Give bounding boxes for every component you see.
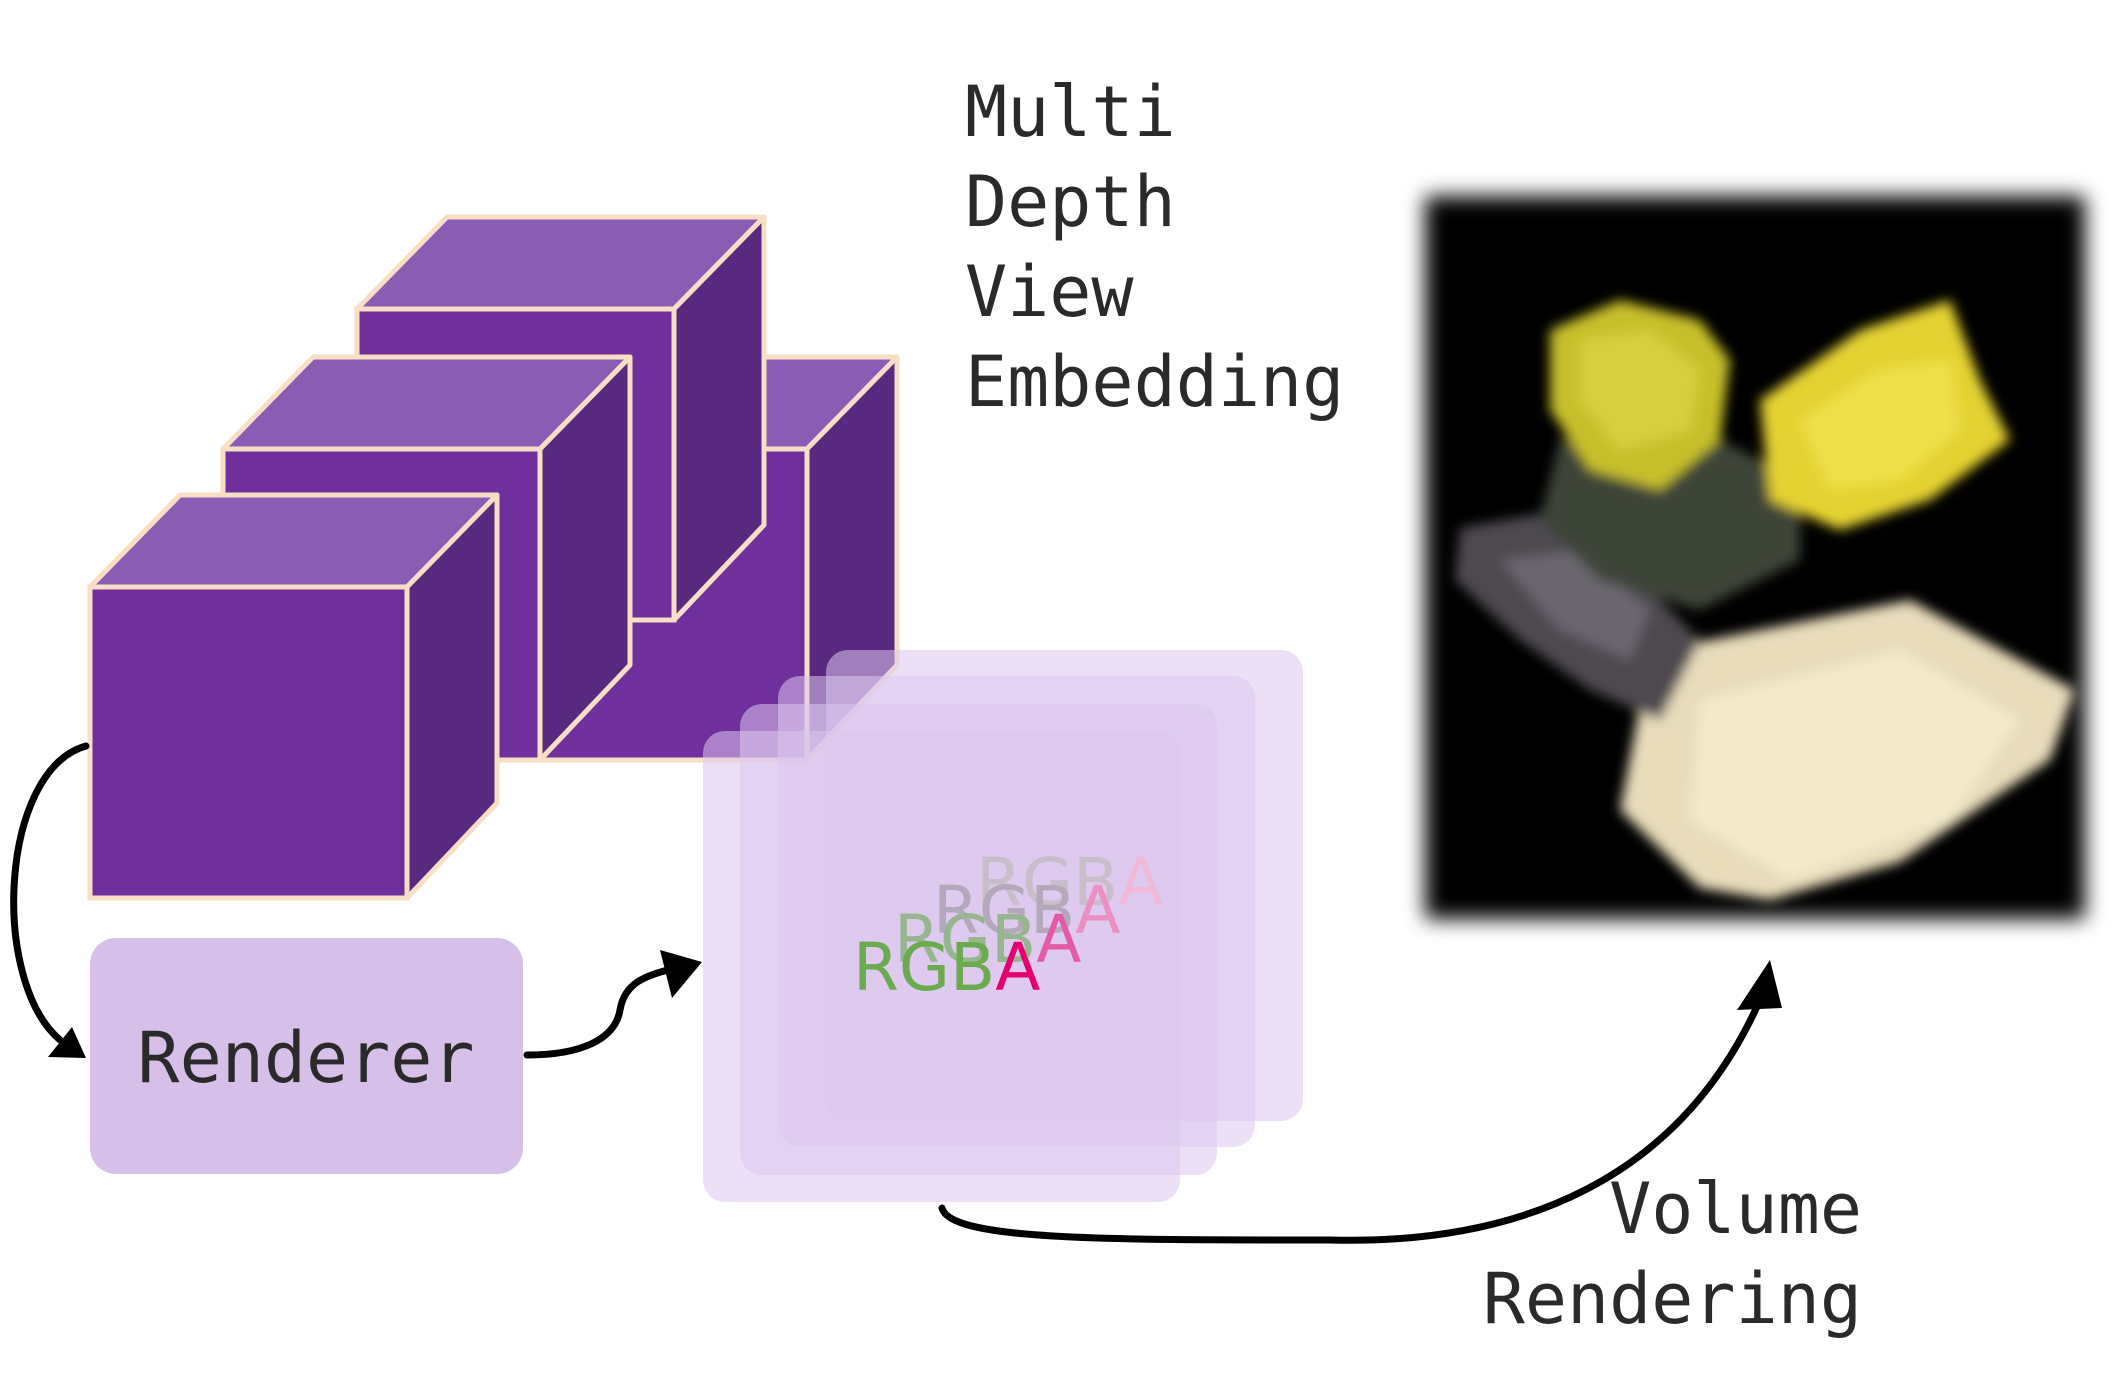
volume-render-output xyxy=(1425,196,2085,919)
arrows xyxy=(10,742,1782,1244)
embedding-label: Multi Depth View Embedding xyxy=(965,71,1344,423)
embedding-label-line: Multi xyxy=(965,71,1176,153)
rgba-label-rgb: RGB xyxy=(933,872,1075,949)
rgba-label: RGBA xyxy=(853,929,1040,1006)
renderer-label: Renderer xyxy=(137,1017,474,1099)
embedding-cube-stack xyxy=(87,214,900,901)
rgba-label-rgb: RGB xyxy=(976,844,1118,921)
arrowhead xyxy=(1737,960,1782,1010)
rgba-label-alpha: A xyxy=(1075,872,1120,949)
rgba-layer xyxy=(703,731,1180,1202)
rgba-label: RGBA xyxy=(976,844,1163,921)
embedding-label-line: Embedding xyxy=(965,341,1344,423)
arrowhead xyxy=(48,1027,86,1058)
embedding-label-line: View xyxy=(965,251,1134,333)
rgba-label: RGBA xyxy=(933,872,1120,949)
volume-label-line: Rendering xyxy=(1483,1258,1862,1340)
embedding-cube xyxy=(87,492,500,901)
volume-label-line: Volume xyxy=(1609,1168,1862,1250)
layers-to-render-arrow xyxy=(938,996,1764,1244)
volume-label: Volume Rendering xyxy=(1483,1168,1862,1340)
rgba-label-rgb: RGB xyxy=(853,929,995,1006)
embedding-label-line: Depth xyxy=(965,161,1176,243)
rgba-label-rgb: RGB xyxy=(894,901,1036,978)
rendered-object xyxy=(1455,300,2075,900)
rgba-label-alpha: A xyxy=(1036,901,1081,978)
arrowhead xyxy=(660,950,702,998)
cube-to-renderer-arrow xyxy=(10,742,90,1044)
renderer-to-layers-arrow xyxy=(523,964,679,1059)
rgba-label-alpha: A xyxy=(1118,844,1163,921)
rgba-label-alpha: A xyxy=(995,929,1040,1006)
renderer-box: Renderer xyxy=(90,938,523,1174)
rgba-label: RGBA xyxy=(894,901,1081,978)
